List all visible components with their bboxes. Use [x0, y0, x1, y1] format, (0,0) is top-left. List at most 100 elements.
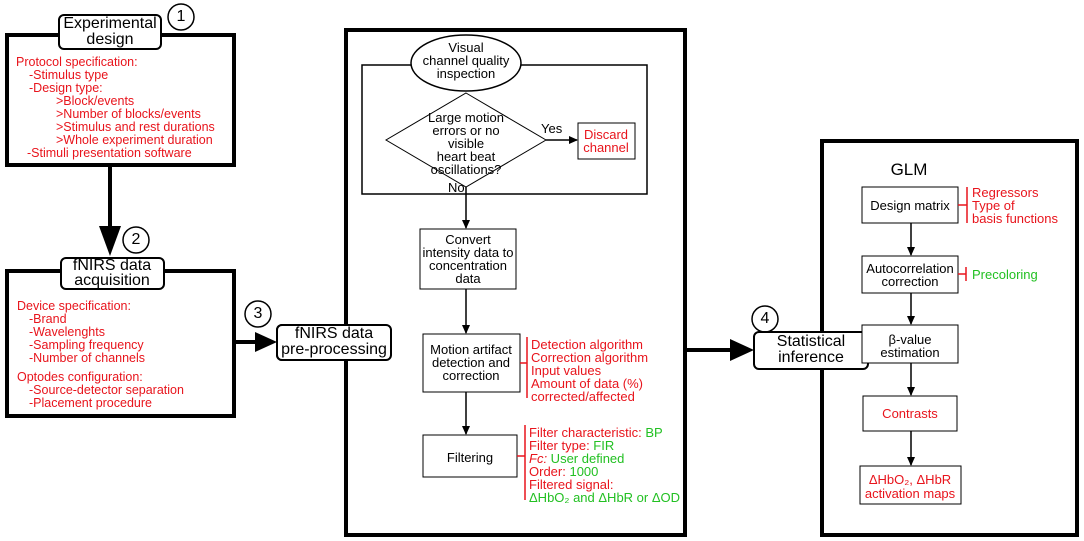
filtering-box: [422, 434, 518, 478]
convert-box: [419, 228, 517, 290]
filter-fc: Fc: User defined: [529, 452, 624, 465]
amount-data-1: Amount of data (%): [531, 376, 643, 391]
filter-type: Filter type: FIR: [529, 439, 614, 452]
filtering-label: Filtering: [446, 450, 494, 465]
visual-inspection-3: inspection: [436, 66, 496, 81]
step-3-circle: [244, 300, 272, 328]
correction-algorithm: Correction algorithm: [531, 350, 649, 365]
block-events: >Block/events: [56, 94, 135, 108]
input-values: Input values: [531, 363, 602, 378]
whole-duration: >Whole experiment duration: [56, 133, 213, 147]
step-3-label: 3: [253, 305, 263, 322]
design-matrix-box: [861, 186, 959, 224]
basis-functions-1: Type of: [972, 198, 1015, 213]
acquisition-title-box: [60, 257, 165, 290]
motion-2: detection and: [431, 355, 511, 370]
filter-type-label: Filter type:: [529, 438, 594, 453]
sampling-frequency: -Sampling frequency: [29, 338, 144, 352]
filter-fc-value: User defined: [547, 451, 625, 466]
filter-type-value: FIR: [593, 438, 615, 453]
autocorrelation-1: Autocorrelation: [866, 261, 954, 276]
amount-data-2: corrected/affected: [531, 389, 635, 404]
arrow-head-acquisition-to-preprocessing: [255, 332, 277, 352]
autocorr-bracket: [958, 267, 967, 281]
decision-line-4: heart beat: [436, 149, 496, 164]
precoloring: Precoloring: [972, 267, 1038, 282]
step-4-label: 4: [760, 310, 770, 327]
preprocessing-title-2: pre-processing: [281, 341, 387, 358]
discard-1: Discard: [583, 127, 629, 142]
experimental-design-panel: [5, 33, 236, 167]
visual-inspection-ellipse: [410, 34, 522, 92]
autocorrelation-2: correction: [881, 274, 939, 289]
arrow-head-design-to-acquisition: [99, 226, 121, 256]
discard-channel-box: [577, 122, 636, 160]
filtered-signal-label: Filtered signal:: [529, 477, 614, 492]
source-detector-separation: -Source-detector separation: [29, 383, 184, 397]
beta-estimation-box: [861, 324, 959, 364]
motion-params-bracket: [520, 337, 528, 398]
decision-line-1: Large motion: [428, 110, 504, 125]
design-type: -Design type:: [29, 81, 103, 95]
statistical-title-1: Statistical: [776, 333, 846, 350]
protocol-heading: Protocol specification:: [16, 55, 138, 69]
experimental-design-title-box: [58, 14, 162, 50]
statistical-title-2: inference: [778, 349, 844, 366]
glm-label: GLM: [890, 160, 928, 179]
filter-characteristic-value: BP: [645, 425, 663, 440]
convert-3: concentration: [428, 258, 508, 273]
maps-1: ΔHbO₂, ΔHbR: [868, 472, 952, 487]
wavelengths: -Wavelenghts: [29, 325, 105, 339]
stimulus-type: -Stimulus type: [29, 68, 109, 82]
basis-functions-2: basis functions: [972, 211, 1058, 226]
design-matrix-bracket: [958, 187, 968, 223]
brand: -Brand: [29, 312, 67, 326]
discard-2: channel: [583, 140, 629, 155]
filter-order: Order: 1000: [529, 465, 598, 478]
filter-characteristic-label: Filter characteristic:: [529, 425, 646, 440]
visual-inspection-1: Visual: [448, 40, 484, 55]
visual-inspection-2: channel quality: [422, 53, 510, 68]
step-1-label: 1: [176, 8, 186, 25]
filter-characteristic: Filter characteristic: BP: [529, 426, 663, 439]
experimental-design-title-2: design: [86, 31, 134, 48]
beta-1: β-value: [888, 332, 932, 347]
step-1-circle: [167, 3, 195, 31]
preprocessing-title-1: fNIRS data: [294, 325, 374, 342]
activation-maps-box: [859, 465, 962, 505]
device-heading: Device specification:: [17, 299, 131, 313]
filter-params-bracket: [517, 425, 526, 500]
filtered-signal-value: ΔHbO₂ and ΔHbR or ΔOD: [529, 490, 681, 505]
convert-1: Convert: [445, 232, 491, 247]
number-channels: -Number of channels: [29, 351, 146, 365]
step-2-circle: [122, 226, 150, 254]
maps-2: activation maps: [864, 486, 956, 501]
regressors: Regressors: [972, 185, 1039, 200]
decision-line-5: oscillations?: [430, 162, 502, 177]
placement-procedure: -Placement procedure: [29, 396, 152, 410]
motion-1: Motion artifact: [430, 342, 512, 357]
detection-algorithm: Detection algorithm: [531, 337, 643, 352]
filter-fc-label: Fc:: [529, 451, 548, 466]
filter-order-label: Order:: [529, 464, 570, 479]
beta-2: estimation: [880, 345, 940, 360]
contrasts-label: Contrasts: [882, 406, 938, 421]
convert-4: data: [455, 271, 481, 286]
yes-label: Yes: [541, 121, 563, 136]
stimuli-software: -Stimuli presentation software: [27, 146, 192, 160]
decision-line-2: errors or no: [432, 123, 500, 138]
acquisition-panel: [5, 269, 236, 418]
acquisition-title-2: acquisition: [74, 272, 150, 289]
number-blocks: >Number of blocks/events: [56, 107, 201, 121]
filter-order-value: 1000: [569, 464, 599, 479]
arrow-head-preprocessing-to-statistical: [730, 339, 754, 361]
stimulus-rest: >Stimulus and rest durations: [56, 120, 215, 134]
contrasts-box: [862, 395, 958, 432]
convert-2: intensity data to: [422, 245, 514, 260]
design-matrix-label: Design matrix: [870, 198, 950, 213]
motion-3: correction: [442, 368, 500, 383]
acquisition-title-1: fNIRS data: [72, 257, 152, 274]
preprocessing-title-box-front: [276, 324, 392, 361]
no-label: No: [448, 180, 465, 195]
